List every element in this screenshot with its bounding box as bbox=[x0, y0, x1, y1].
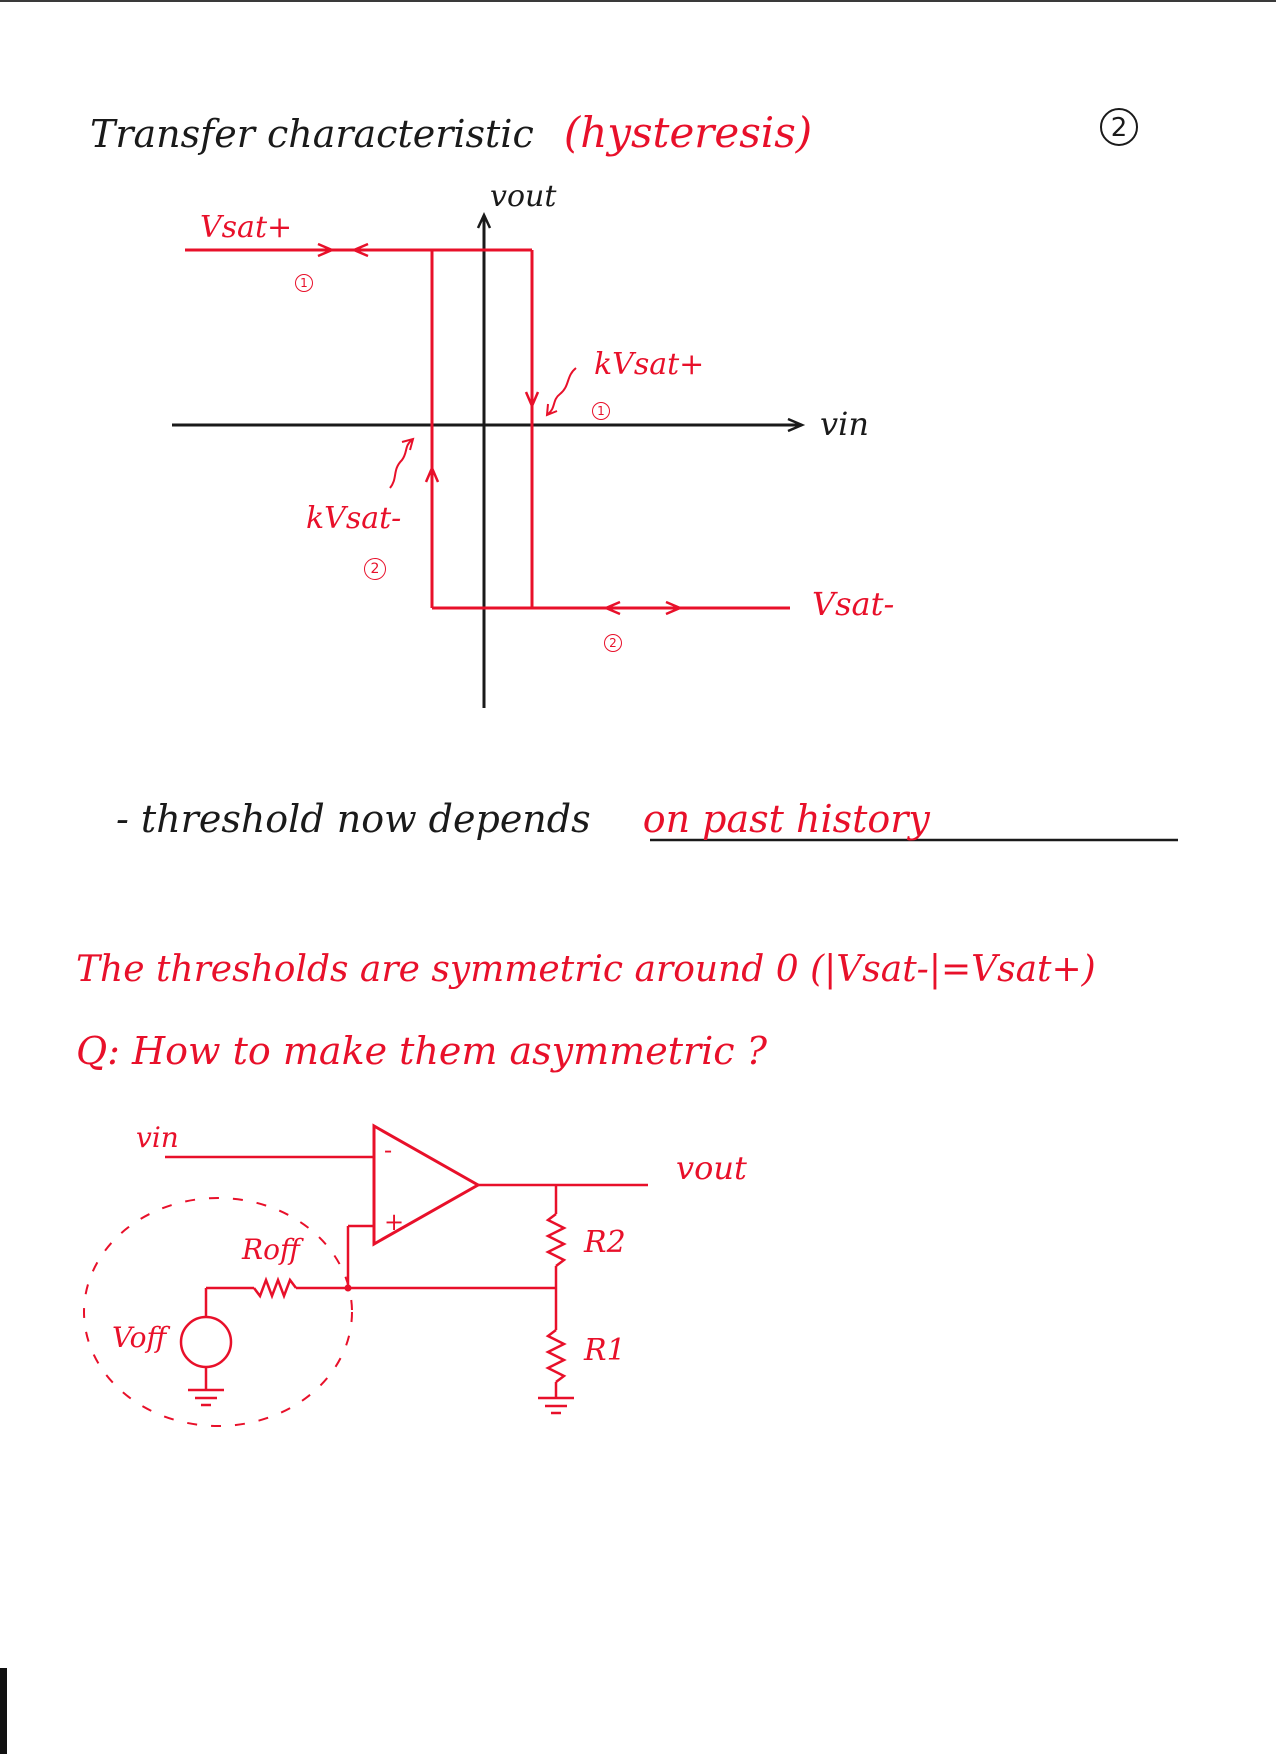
upper-right-arrow bbox=[317, 242, 336, 258]
title-paren: (hysteresis) bbox=[563, 108, 813, 157]
circuit-output-label: vout bbox=[676, 1149, 747, 1187]
roff-label: Roff bbox=[242, 1233, 300, 1266]
mark-2-text: 2 bbox=[370, 561, 380, 577]
op-amp-plus-sign: + bbox=[384, 1208, 405, 1236]
threshold-note: - threshold now depends on past history bbox=[116, 800, 930, 838]
asymmetry-question: Q: How to make them asymmetric ? bbox=[76, 1029, 768, 1073]
resistor-r1 bbox=[545, 1329, 567, 1383]
right-edge-down-arrow bbox=[524, 391, 540, 410]
y-axis-label: vout bbox=[490, 179, 557, 214]
threshold-note-prefix: - threshold now depends bbox=[116, 797, 591, 841]
upper-threshold-pointer bbox=[547, 367, 577, 415]
mark-2-lower: 2 bbox=[604, 634, 622, 652]
x-axis-label: vin bbox=[820, 405, 869, 443]
mark-2-threshold: 2 bbox=[364, 558, 386, 580]
offset-highlight-ring bbox=[83, 1197, 353, 1427]
threshold-note-answer: on past history bbox=[642, 797, 930, 841]
mark-1-threshold: 1 bbox=[592, 402, 610, 420]
circuit-input-label: vin bbox=[136, 1121, 179, 1154]
page-number-text: 2 bbox=[1110, 113, 1128, 143]
lower-level-label: Vsat- bbox=[812, 585, 895, 623]
r1-label: R1 bbox=[584, 1333, 626, 1368]
top-scan-edge bbox=[0, 0, 1276, 2]
lower-right-arrow bbox=[665, 600, 684, 616]
voff-label: Voff bbox=[112, 1321, 167, 1354]
upper-left-arrow bbox=[350, 242, 369, 258]
page-number: 2 bbox=[1100, 108, 1138, 146]
left-scan-edge bbox=[0, 1668, 7, 1754]
x-axis-arrow bbox=[787, 417, 806, 433]
lower-threshold-pointer bbox=[389, 439, 413, 489]
mark-1-text: 1 bbox=[300, 276, 308, 290]
upper-level-label: Vsat+ bbox=[200, 210, 293, 245]
symmetry-statement: The thresholds are symmetric around 0 (|… bbox=[76, 949, 1096, 990]
resistor-r2 bbox=[545, 1213, 567, 1267]
title-text: Transfer characteristic bbox=[90, 112, 534, 156]
resistor-roff bbox=[253, 1276, 297, 1300]
mark-1-text: 1 bbox=[597, 404, 605, 418]
page-title: Transfer characteristic (hysteresis) bbox=[90, 112, 812, 154]
lower-threshold-label: kVsat- bbox=[306, 501, 402, 536]
upper-threshold-label: kVsat+ bbox=[594, 347, 705, 382]
voff-source bbox=[179, 1315, 233, 1369]
lower-threshold-pointer-tip bbox=[401, 437, 415, 451]
left-edge-up-arrow bbox=[424, 464, 440, 483]
mark-1-upper-left: 1 bbox=[295, 274, 313, 292]
mark-2-text: 2 bbox=[609, 636, 617, 650]
y-axis-arrow bbox=[476, 212, 492, 229]
lower-left-arrow bbox=[602, 600, 621, 616]
op-amp bbox=[372, 1123, 482, 1247]
r2-label: R2 bbox=[584, 1225, 626, 1260]
op-amp-minus-sign: - bbox=[384, 1136, 393, 1164]
upper-threshold-pointer-tip bbox=[545, 403, 558, 417]
